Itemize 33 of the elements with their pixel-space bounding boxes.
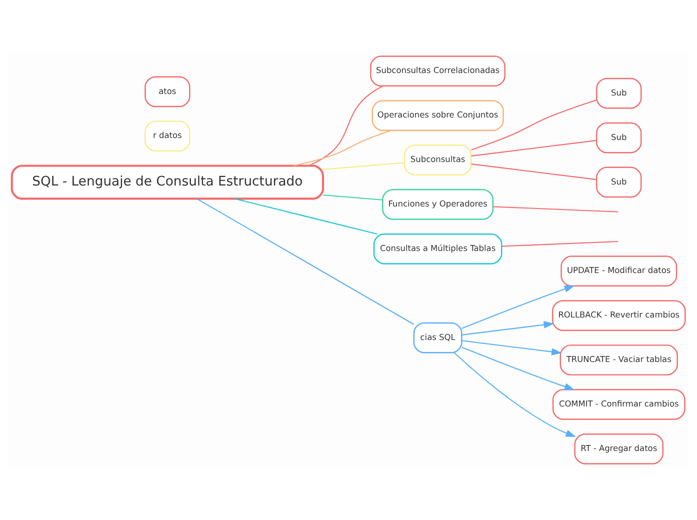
connector <box>502 240 618 247</box>
connector <box>322 162 404 170</box>
node-box: Sub <box>596 166 642 198</box>
connector <box>293 130 391 166</box>
node-box: Subconsultas Correlacionadas <box>370 56 506 87</box>
node-box: Sub <box>596 78 642 109</box>
node-box: TRUNCATE - Vaciar tablas <box>560 344 678 376</box>
node-box: ROLLBACK - Revertir cambios <box>552 300 686 331</box>
arrow <box>462 285 575 329</box>
node-box: Consultas a Múltiples Tablas <box>373 233 502 264</box>
node-box: UPDATE - Modificar datos <box>560 256 678 287</box>
connector <box>308 85 384 166</box>
node-box: cias SQL <box>413 322 462 354</box>
connector <box>234 198 378 235</box>
node-box: Sub <box>596 122 642 154</box>
node-box: atos <box>144 76 190 108</box>
node-box: RT - Agregar datos <box>574 433 664 464</box>
node-box: r datos <box>144 120 190 152</box>
node-box: COMMIT - Confirmar cambios <box>552 389 686 420</box>
node-box: Operaciones sobre Conjuntos <box>372 100 504 131</box>
node-box: SQL - Lenguaje de Consulta Estructurado <box>10 164 324 200</box>
arrow <box>462 340 562 356</box>
node-box: Funciones y Operadores <box>382 189 494 220</box>
connector <box>196 198 414 325</box>
connector <box>322 194 382 200</box>
arrow <box>462 321 554 336</box>
arrow <box>454 352 576 438</box>
connector <box>493 206 618 212</box>
connector <box>471 164 597 180</box>
connector <box>471 99 597 150</box>
connector <box>471 140 597 156</box>
node-box: Subconsultas <box>404 144 472 176</box>
arrow <box>462 346 575 390</box>
